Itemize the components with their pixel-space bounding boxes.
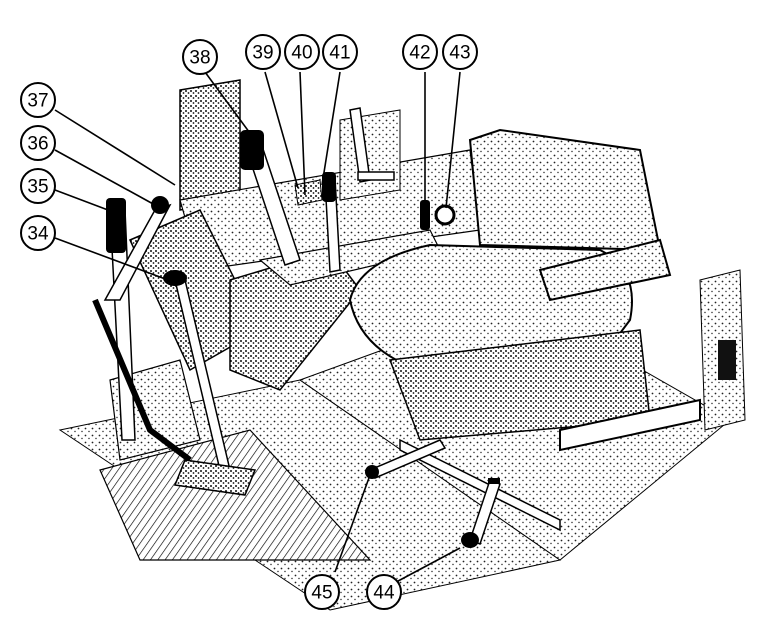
callout-36-label: 36	[27, 134, 48, 155]
callout-34-label: 34	[27, 224, 49, 245]
callout-42: 42	[402, 34, 438, 70]
callout-35: 35	[20, 168, 56, 204]
callout-41: 41	[322, 34, 358, 70]
left-levers	[92, 196, 257, 496]
callout-44: 44	[366, 574, 402, 610]
seat-knobs	[420, 200, 456, 230]
operator-seat	[348, 128, 701, 532]
callout-39-label: 39	[252, 43, 273, 64]
callout-34: 34	[20, 215, 56, 251]
callout-38-label: 38	[189, 48, 210, 69]
callout-43-label: 43	[449, 43, 470, 64]
right-wall	[699, 269, 746, 431]
callout-45: 45	[304, 574, 340, 610]
center-levers	[240, 107, 395, 273]
callout-45-label: 45	[311, 583, 332, 604]
callout-43: 43	[442, 34, 478, 70]
callout-38: 38	[182, 39, 218, 75]
callout-40: 40	[284, 34, 320, 70]
callout-44-label: 44	[373, 583, 395, 604]
callout-39: 39	[245, 34, 281, 70]
callout-37-label: 37	[27, 91, 48, 112]
callout-40-label: 40	[291, 43, 312, 64]
callout-41-label: 41	[329, 43, 350, 64]
callout-42-label: 42	[409, 43, 430, 64]
callout-37: 37	[20, 82, 56, 118]
callout-35-label: 35	[27, 177, 48, 198]
floor-pedals	[365, 439, 501, 548]
callout-36: 36	[20, 125, 56, 161]
